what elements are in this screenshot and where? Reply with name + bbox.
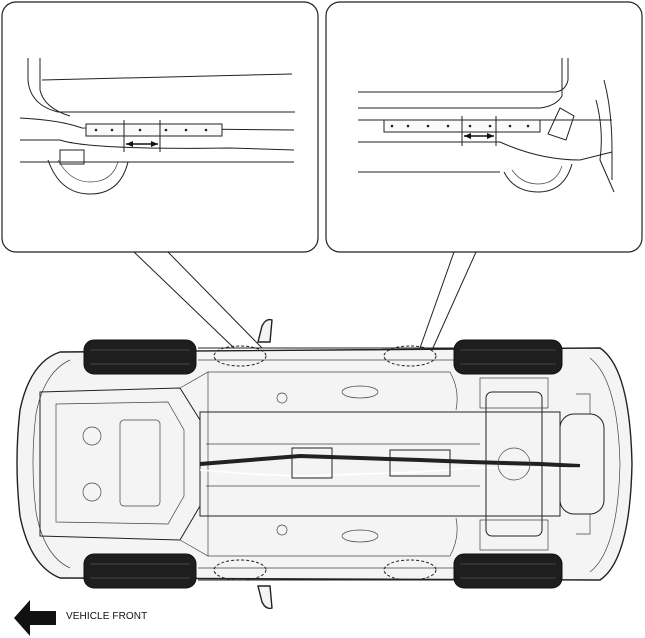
callout-leader-lines bbox=[133, 251, 477, 351]
arrow-left-icon bbox=[14, 600, 56, 636]
vehicle-underbody bbox=[16, 318, 633, 610]
callout-front-jack-point bbox=[1, 1, 319, 253]
callout-rear-jack-point bbox=[325, 1, 643, 253]
vehicle-front-label: VEHICLE FRONT bbox=[66, 611, 148, 622]
